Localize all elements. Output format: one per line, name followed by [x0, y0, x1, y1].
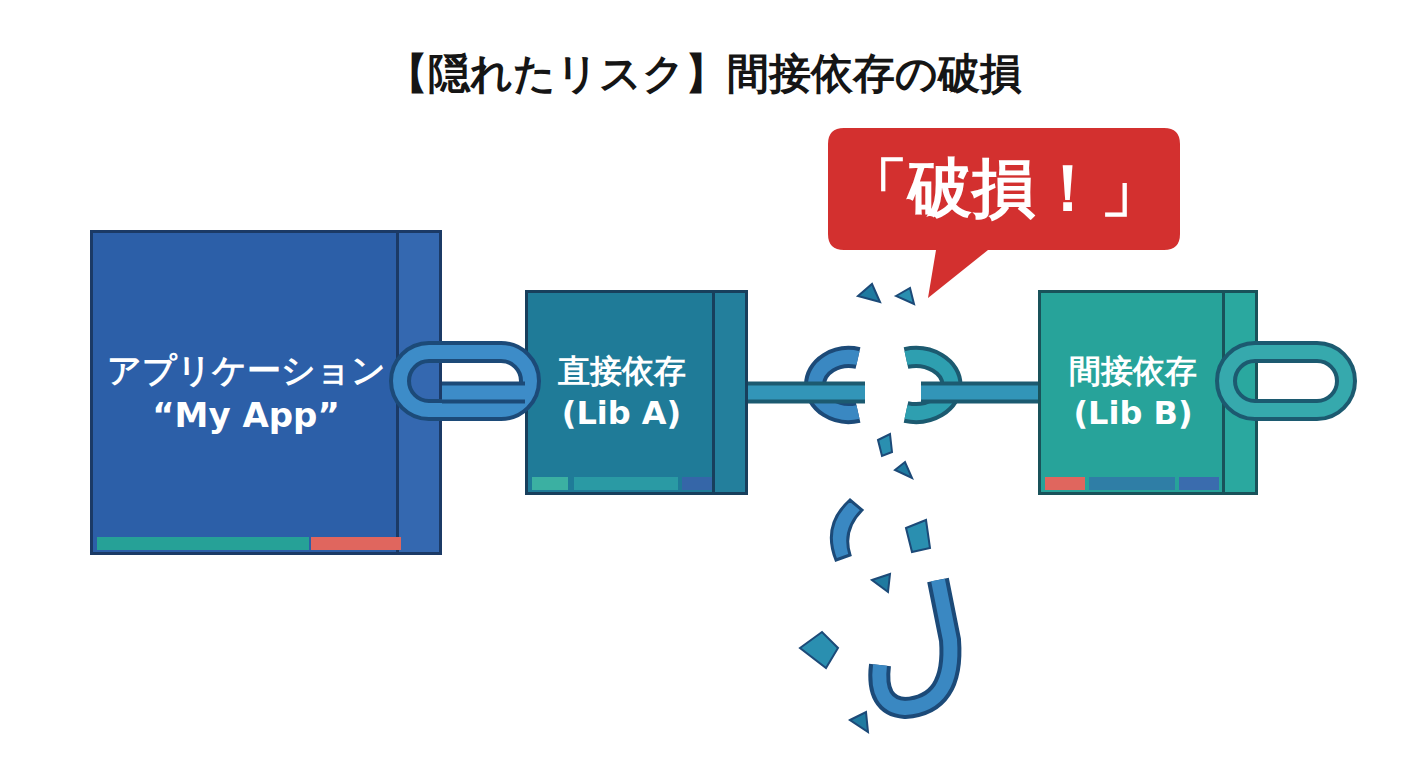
fragment: [872, 574, 890, 592]
fragment: [858, 284, 880, 302]
status-bar: [532, 477, 568, 490]
broken-ring-right-outline: [906, 357, 952, 413]
dependency-box: アプリケーション “My App”: [90, 230, 442, 555]
dependency-box: 間接依存 (Lib B): [1038, 290, 1258, 495]
status-bar: [682, 477, 712, 490]
callout-bubble: 「破損！」: [828, 128, 1180, 250]
box-text-area: 間接依存 (Lib B): [1041, 293, 1225, 492]
fragment: [878, 434, 892, 456]
side-strip: [396, 233, 439, 552]
status-bar: [1089, 477, 1175, 490]
fragment: [906, 520, 930, 552]
chain-rod-outline: [442, 382, 525, 404]
box-text-area: アプリケーション “My App”: [93, 233, 399, 552]
side-strip: [1222, 293, 1255, 492]
fragment: [850, 712, 868, 732]
chain-connector: [748, 392, 1038, 393]
box-label: アプリケーション “My App”: [96, 348, 396, 436]
status-bar: [311, 537, 401, 550]
fragment: [895, 462, 912, 478]
chain-rod-outline: [748, 382, 1038, 404]
status-bar: [97, 537, 309, 550]
callout-text: 「破損！」: [844, 147, 1164, 230]
chain-rod: [748, 386, 1038, 400]
fragment: [800, 632, 838, 668]
box-label: 間接依存 (Lib B): [1053, 351, 1213, 434]
chain-decor: [400, 284, 1346, 732]
fragment: [831, 500, 862, 560]
dependency-box: 直接依存 (Lib A): [525, 290, 748, 495]
box-label: 直接依存 (Lib A): [542, 351, 702, 434]
status-bar: [1179, 477, 1219, 490]
broken-ring-right: [906, 357, 952, 413]
diagram-title: 【隠れたリスク】間接依存の破損: [0, 46, 1408, 102]
side-strip: [712, 293, 745, 492]
broken-ring-left: [815, 357, 858, 413]
chain-rod: [442, 386, 525, 400]
chain-connector: [442, 392, 525, 393]
broken-ring-left-outline: [815, 357, 858, 413]
status-bar: [574, 477, 678, 490]
box-text-area: 直接依存 (Lib A): [528, 293, 715, 492]
broken-hook: [879, 580, 950, 708]
bubble-text-area: 「破損！」: [828, 128, 1180, 250]
broken-hook-outline: [879, 580, 950, 708]
status-bar: [1045, 477, 1085, 490]
fragment: [896, 288, 914, 304]
bubble-outline: [828, 128, 1180, 298]
